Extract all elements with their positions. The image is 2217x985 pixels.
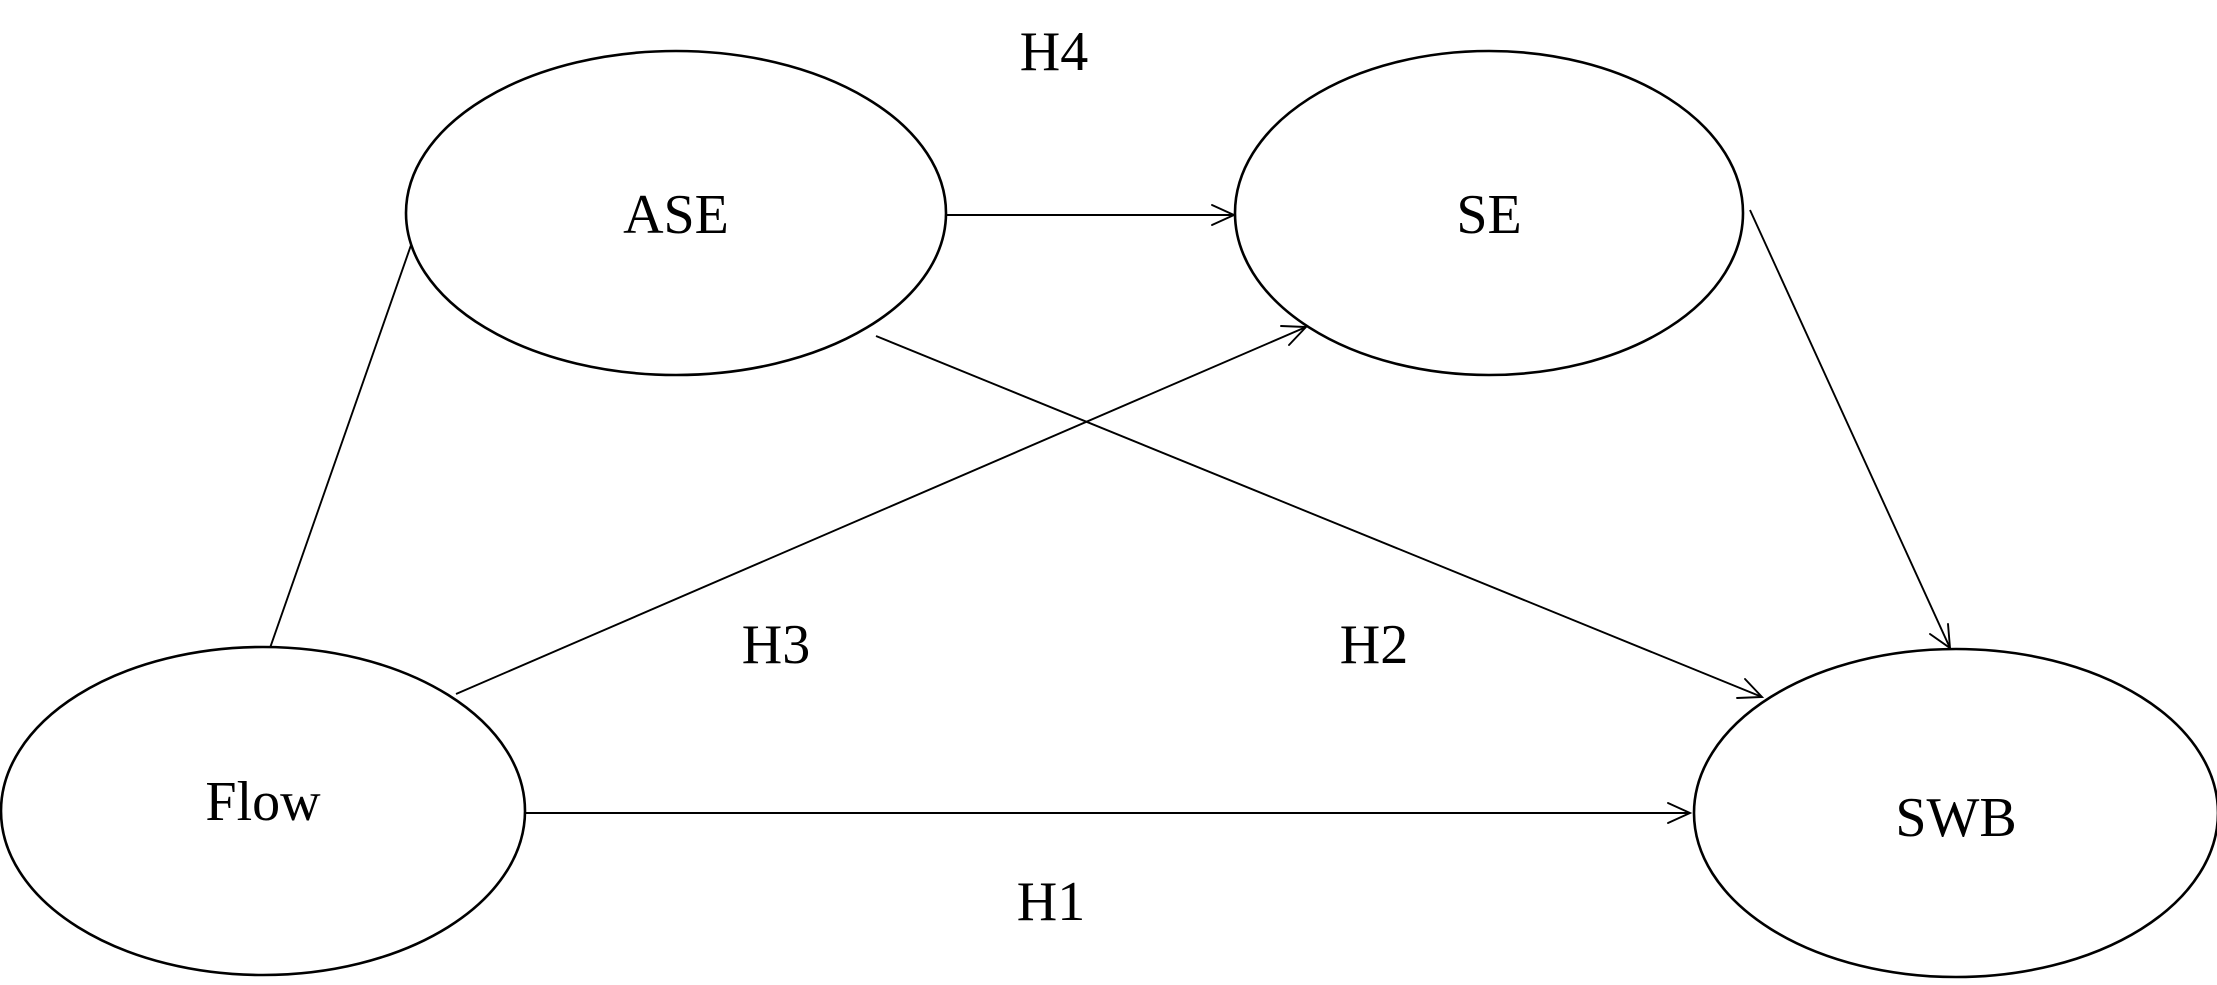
node-label-ase: ASE (623, 184, 729, 246)
edges (269, 204, 1952, 824)
edge-flow-to-ase (269, 205, 429, 649)
edge-ase-to-swb (875, 335, 1765, 699)
edge-label-h1: H1 (1017, 871, 1085, 933)
edge-ase-to-se (946, 204, 1237, 226)
edge-label-h3: H3 (742, 614, 810, 676)
node-ase: ASE (404, 49, 948, 377)
node-flow: Flow (0, 645, 527, 977)
node-label-se: SE (1456, 184, 1521, 246)
edge-se-to-swb (1749, 209, 1952, 650)
edge-flow-to-se (455, 325, 1309, 695)
nodes: ASE SE Flow SWB (0, 49, 2217, 979)
node-label-swb: SWB (1895, 787, 2016, 849)
node-label-flow: Flow (205, 771, 321, 833)
node-swb: SWB (1692, 647, 2217, 979)
edge-label-h4: H4 (1020, 21, 1088, 83)
edge-label-h2: H2 (1340, 614, 1408, 676)
edge-labels: H4 H3 H2 H1 (742, 21, 1408, 933)
node-se: SE (1233, 49, 1745, 377)
edge-flow-to-swb (525, 802, 1693, 824)
